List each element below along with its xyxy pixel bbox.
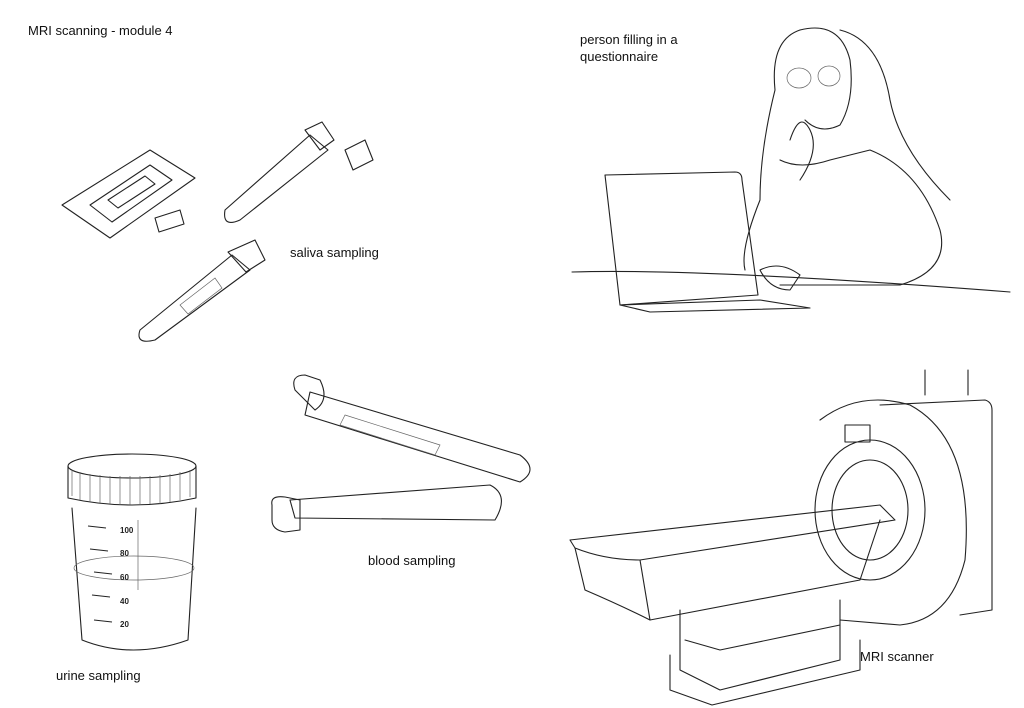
saliva-kit-illustration	[61, 121, 374, 342]
mri-label: MRI scanner	[860, 649, 934, 664]
cup-tick-60: 60	[120, 573, 129, 582]
mri-scanner-illustration	[569, 369, 993, 706]
person-questionnaire-illustration	[571, 27, 1011, 313]
urine-cup-illustration: 100 80 60 40 20	[67, 453, 197, 651]
blood-tubes-illustration	[271, 374, 531, 533]
cup-tick-40: 40	[120, 597, 129, 606]
cup-tick-100: 100	[120, 526, 134, 535]
page-title: MRI scanning - module 4	[28, 23, 173, 38]
cup-tick-20: 20	[120, 620, 129, 629]
cup-tick-80: 80	[120, 549, 129, 558]
blood-label: blood sampling	[368, 553, 456, 568]
urine-label: urine sampling	[56, 668, 141, 683]
questionnaire-label: person filling in a questionnaire	[580, 32, 678, 64]
saliva-label: saliva sampling	[290, 245, 379, 260]
